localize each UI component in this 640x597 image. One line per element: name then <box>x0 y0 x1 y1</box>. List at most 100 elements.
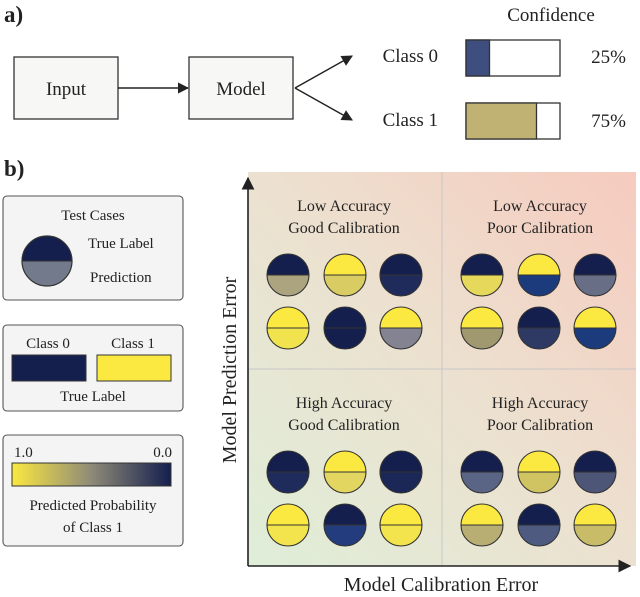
input-label: Input <box>46 79 87 100</box>
test-case-circle <box>266 306 310 350</box>
class0-bar-fill <box>465 39 491 77</box>
prediction-half <box>461 328 503 349</box>
class0-output-label: Class 0 <box>383 46 438 67</box>
test-case-circle <box>379 450 423 494</box>
true-label-half <box>324 451 366 472</box>
class0-confidence-value: 25% <box>591 47 626 68</box>
true-label-half <box>380 254 422 275</box>
true-label-half <box>518 307 560 328</box>
prob-right-value: 0.0 <box>153 445 172 461</box>
true-label-half <box>267 254 309 275</box>
y-axis-label: Model Prediction Error <box>219 276 241 463</box>
test-case-circle <box>379 253 423 297</box>
prob-caption-line2: of Class 1 <box>63 520 123 536</box>
input-box <box>13 56 119 120</box>
true-label-legend-caption: True Label <box>60 389 126 405</box>
panel-a-label: a) <box>4 2 23 27</box>
true-label-half <box>380 451 422 472</box>
prediction-half <box>324 328 366 349</box>
true-label-half <box>574 307 616 328</box>
model-box <box>188 56 294 120</box>
prediction-half <box>267 275 309 296</box>
prediction-half <box>380 328 422 349</box>
class0-confidence-bar <box>465 39 561 77</box>
true-label-half <box>518 254 560 275</box>
true-label-half <box>324 504 366 525</box>
class1-swatch-label: Class 1 <box>111 336 155 352</box>
prob-left-value: 1.0 <box>14 445 33 461</box>
prediction-half <box>267 472 309 493</box>
test-case-circle <box>517 503 561 547</box>
prediction-half <box>380 472 422 493</box>
true-label-half <box>574 504 616 525</box>
model-label: Model <box>216 79 266 100</box>
quadrant-bottom-right-title-line1: High Accuracy <box>492 395 588 412</box>
test-case-circle <box>266 503 310 547</box>
prediction-half <box>461 472 503 493</box>
prediction-half <box>461 275 503 296</box>
test-case-circle <box>573 253 617 297</box>
prediction-half <box>518 328 560 349</box>
model-to-class1-arrow <box>294 87 353 121</box>
prediction-half <box>267 525 309 546</box>
true-label-half <box>518 451 560 472</box>
legend-sample-true-half <box>22 236 72 261</box>
legend-sample-circle <box>21 235 73 287</box>
true-label-half <box>324 254 366 275</box>
test-case-circle <box>517 253 561 297</box>
test-case-circle <box>266 450 310 494</box>
test-case-circle <box>266 253 310 297</box>
confidence-header: Confidence <box>507 5 595 26</box>
prediction-half <box>518 275 560 296</box>
test-case-circle <box>460 503 504 547</box>
class0-swatch <box>11 354 87 382</box>
true-label-half <box>461 504 503 525</box>
test-case-circles <box>266 253 617 547</box>
prediction-half <box>574 328 616 349</box>
prediction-half <box>380 275 422 296</box>
true-label-half <box>380 307 422 328</box>
test-case-circle <box>573 503 617 547</box>
class0-swatch-label: Class 0 <box>26 336 70 352</box>
prediction-half <box>518 525 560 546</box>
test-case-circle <box>460 306 504 350</box>
quadrant-top-left-title-line2: Good Calibration <box>288 220 400 237</box>
class1-confidence-value: 75% <box>591 111 626 132</box>
prediction-half <box>324 525 366 546</box>
class1-bar-fill <box>465 102 538 140</box>
true-label-legend <box>2 324 184 412</box>
true-label-half <box>324 307 366 328</box>
true-label-half <box>461 451 503 472</box>
class1-output-label: Class 1 <box>383 110 438 131</box>
legend-sample-pred-half <box>22 261 72 286</box>
prediction-caption: Prediction <box>90 270 152 286</box>
quadrant-bottom-left-title-line2: Good Calibration <box>288 417 400 434</box>
test-case-circle <box>323 450 367 494</box>
prediction-half <box>380 525 422 546</box>
prediction-half <box>574 525 616 546</box>
test-cases-title: Test Cases <box>61 208 125 224</box>
prediction-half <box>461 525 503 546</box>
prediction-half <box>518 472 560 493</box>
model-to-class0-arrow <box>294 55 353 89</box>
test-case-circle <box>517 306 561 350</box>
test-case-circle <box>517 450 561 494</box>
true-label-caption: True Label <box>88 236 154 252</box>
true-label-half <box>267 451 309 472</box>
test-case-circle <box>379 503 423 547</box>
prediction-half <box>574 472 616 493</box>
test-case-circle <box>460 253 504 297</box>
quadrant-bottom-right-title-line2: Poor Calibration <box>487 417 593 434</box>
class1-swatch <box>96 354 172 382</box>
prediction-half <box>324 472 366 493</box>
panel-b-label: b) <box>4 156 24 181</box>
true-label-half <box>267 307 309 328</box>
test-case-circle <box>323 253 367 297</box>
test-case-circle <box>573 306 617 350</box>
prediction-half <box>267 328 309 349</box>
probability-colorbar <box>11 462 172 487</box>
true-label-half <box>574 254 616 275</box>
class1-confidence-bar <box>465 102 561 140</box>
prediction-half <box>324 275 366 296</box>
